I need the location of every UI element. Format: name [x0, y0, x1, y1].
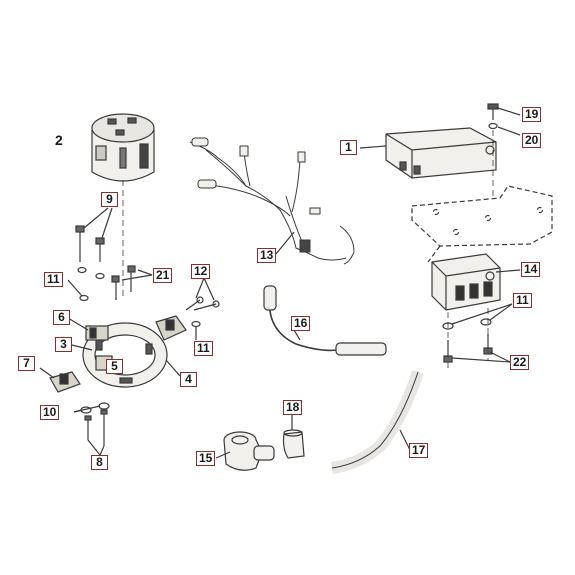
label-13: 13	[257, 248, 277, 263]
part-rectifier	[431, 253, 501, 311]
label-12: 12	[191, 264, 211, 279]
part-screw-19	[487, 103, 499, 120]
part-screws-22	[443, 334, 493, 363]
label-2: 2	[55, 132, 63, 148]
part-spark-plug-wire	[263, 285, 387, 356]
part-screws-9	[75, 225, 105, 280]
label-18: 18	[283, 400, 303, 415]
label-22: 22	[510, 355, 530, 370]
label-11-right: 11	[513, 293, 532, 308]
part-wiring-harness	[189, 137, 355, 265]
part-screws-21	[111, 265, 136, 300]
part-rotor	[91, 113, 155, 182]
part-ignition-coil	[385, 127, 497, 179]
label-4: 4	[180, 372, 197, 387]
part-washer-20	[488, 122, 498, 130]
part-mounting-bracket	[411, 185, 553, 263]
part-hose	[331, 370, 424, 474]
label-15: 15	[196, 451, 216, 466]
label-3: 3	[55, 337, 72, 352]
label-7: 7	[18, 356, 35, 371]
part-cap-18	[282, 429, 305, 459]
part-coil-6	[85, 325, 109, 341]
label-6: 6	[53, 310, 70, 325]
part-clip-7	[49, 371, 81, 393]
label-17: 17	[409, 443, 429, 458]
label-1: 1	[340, 140, 357, 155]
label-20: 20	[522, 133, 542, 148]
part-boot-15	[223, 431, 275, 471]
label-16: 16	[291, 316, 311, 331]
label-9: 9	[101, 192, 118, 207]
label-14: 14	[521, 262, 541, 277]
label-11-left: 11	[44, 272, 63, 287]
label-21: 21	[153, 268, 173, 283]
part-breaker-assembly	[155, 296, 220, 341]
label-11-mid: 11	[194, 341, 213, 356]
part-screws-8	[84, 409, 108, 446]
label-19: 19	[522, 107, 542, 122]
label-8: 8	[91, 455, 108, 470]
label-5: 5	[106, 359, 123, 374]
label-10: 10	[40, 405, 60, 420]
